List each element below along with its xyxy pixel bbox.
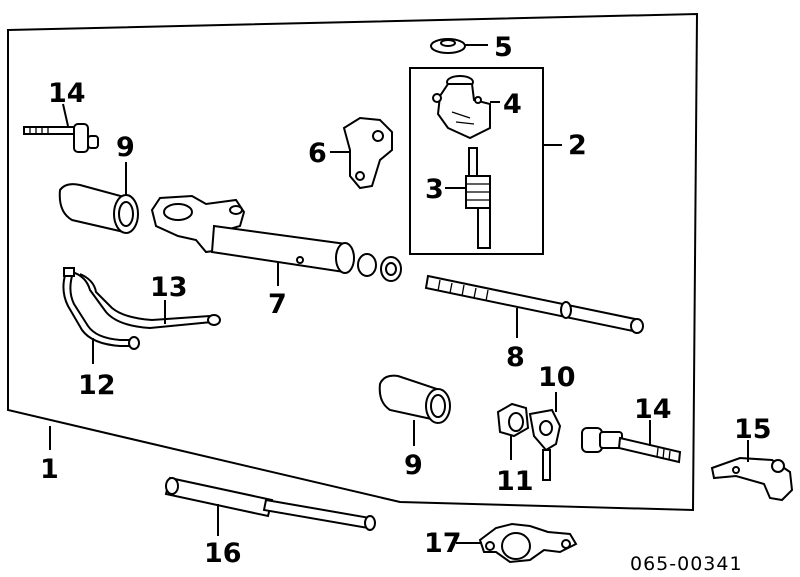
rack-shaft-part	[424, 274, 644, 338]
control-valve-part	[330, 116, 393, 190]
callout-12: 12	[78, 370, 116, 401]
callout-9-upper: 9	[116, 132, 135, 163]
callout-11: 11	[496, 466, 534, 497]
rack-housing-part	[150, 194, 402, 286]
bellows-boot-lower-part	[378, 374, 451, 446]
diagram-code: 065-00341	[630, 553, 743, 575]
callout-14-left: 14	[48, 78, 86, 109]
damper-part	[164, 476, 376, 536]
valve-assembly-box	[409, 67, 544, 255]
pinion-valve-part	[445, 147, 491, 249]
callout-8: 8	[506, 342, 525, 373]
tie-rod-end-part	[710, 440, 794, 502]
callout-15: 15	[734, 414, 772, 445]
bellows-boot-upper-part	[58, 162, 139, 234]
assembly-frame	[7, 12, 699, 512]
callout-6: 6	[308, 138, 327, 169]
valve-housing-part	[432, 75, 500, 140]
callout-9-lower: 9	[404, 450, 423, 481]
pressure-line-part	[71, 271, 221, 330]
callout-5: 5	[494, 32, 513, 63]
clamp-part	[528, 392, 562, 481]
lock-nut-part	[496, 402, 530, 460]
tie-rod-left-part	[23, 103, 99, 153]
callout-7: 7	[268, 289, 287, 320]
return-line-part	[62, 267, 140, 364]
callout-16: 16	[204, 538, 242, 569]
callout-2: 2	[568, 130, 587, 161]
dust-seal-part	[430, 38, 488, 54]
callout-14-right: 14	[634, 394, 672, 425]
tie-rod-right-part	[581, 420, 682, 464]
callout-17: 17	[424, 528, 462, 559]
callout-4: 4	[503, 89, 522, 120]
callout-10: 10	[538, 362, 576, 393]
callout-13: 13	[150, 272, 188, 303]
callout-3: 3	[425, 174, 444, 205]
mounting-bracket-part	[456, 522, 578, 564]
callout-1: 1	[40, 454, 59, 485]
